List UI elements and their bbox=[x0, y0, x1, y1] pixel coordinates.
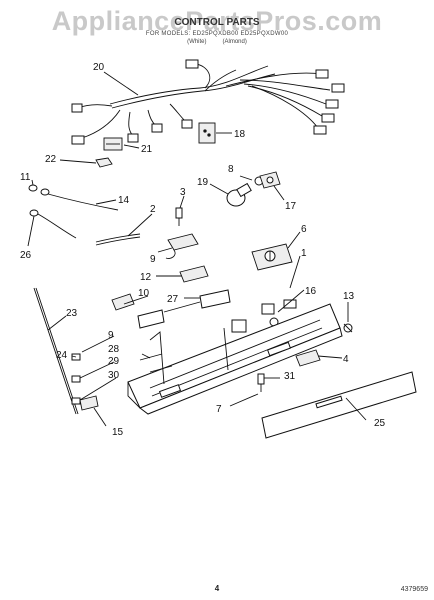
part-insulation bbox=[137, 289, 231, 329]
callout-23: 23 bbox=[66, 308, 78, 319]
watermark: AppliancePartsPros.com bbox=[51, 6, 383, 36]
callout-22: 22 bbox=[45, 154, 57, 165]
callout-11: 11 bbox=[20, 172, 31, 183]
document-number: 4379659 bbox=[400, 586, 428, 593]
part-switch bbox=[165, 233, 199, 259]
page-number: 4 bbox=[214, 584, 220, 593]
part-clip bbox=[95, 157, 113, 168]
part-thermostat bbox=[251, 243, 293, 271]
callout-20: 20 bbox=[93, 62, 105, 73]
part-screw-bottom bbox=[257, 373, 265, 392]
part-wire-harness bbox=[71, 59, 345, 145]
callout-9-upper: 9 bbox=[150, 254, 156, 265]
part-screw-right bbox=[343, 323, 353, 333]
callout-12: 12 bbox=[140, 272, 152, 283]
diagram-title: CONTROL PARTS bbox=[174, 17, 260, 28]
callout-13: 13 bbox=[343, 291, 355, 302]
callout-8: 8 bbox=[228, 164, 234, 175]
color-white: (White) bbox=[187, 39, 207, 45]
callout-1: 1 bbox=[301, 248, 307, 259]
part-light-bulb bbox=[226, 182, 252, 207]
callout-17: 17 bbox=[285, 201, 297, 212]
part-front-trim bbox=[261, 371, 417, 439]
callout-3: 3 bbox=[180, 187, 186, 198]
callout-16: 16 bbox=[305, 286, 317, 297]
callout-25: 25 bbox=[374, 418, 386, 429]
callout-27: 27 bbox=[167, 294, 179, 305]
color-almond: (Almond) bbox=[222, 39, 247, 45]
callout-21: 21 bbox=[141, 144, 153, 155]
callout-19: 19 bbox=[197, 177, 209, 188]
callout-4: 4 bbox=[343, 354, 349, 365]
callout-6: 6 bbox=[301, 224, 307, 235]
part-bracket-small bbox=[111, 293, 135, 311]
part-screws bbox=[139, 353, 173, 373]
callout-18: 18 bbox=[234, 129, 246, 140]
part-left-fasteners bbox=[71, 353, 99, 411]
color-variants: (White) (Almond) bbox=[0, 39, 434, 45]
part-bracket bbox=[179, 265, 209, 283]
part-cover-plate bbox=[198, 122, 216, 144]
callout-10: 10 bbox=[138, 288, 150, 299]
part-rod bbox=[33, 287, 79, 415]
model-numbers: FOR MODELS: ED25PQXDB00 ED25PQXDW00 bbox=[145, 31, 289, 37]
callout-7: 7 bbox=[216, 404, 222, 415]
callout-15: 15 bbox=[112, 427, 124, 438]
callout-28: 28 bbox=[108, 344, 120, 355]
part-screw bbox=[175, 207, 183, 226]
part-lamp-socket bbox=[254, 171, 281, 189]
part-connector bbox=[103, 137, 123, 151]
callout-2: 2 bbox=[150, 204, 156, 215]
callout-9-lower: 9 bbox=[108, 330, 114, 341]
part-sensor-probe bbox=[28, 184, 119, 239]
part-retainer-clip bbox=[295, 349, 321, 367]
control-housing bbox=[127, 303, 343, 415]
callout-26: 26 bbox=[20, 250, 32, 261]
callout-31: 31 bbox=[284, 371, 296, 382]
callouts: 20 21 18 22 11 14 26 2 3 9 8 19 17 6 12 … bbox=[20, 62, 386, 438]
callout-29: 29 bbox=[108, 356, 120, 367]
part-wire-tube bbox=[95, 233, 141, 246]
callout-24: 24 bbox=[56, 350, 68, 361]
leader-lines bbox=[27, 71, 367, 427]
callout-30: 30 bbox=[108, 370, 120, 381]
callout-14: 14 bbox=[118, 195, 130, 206]
